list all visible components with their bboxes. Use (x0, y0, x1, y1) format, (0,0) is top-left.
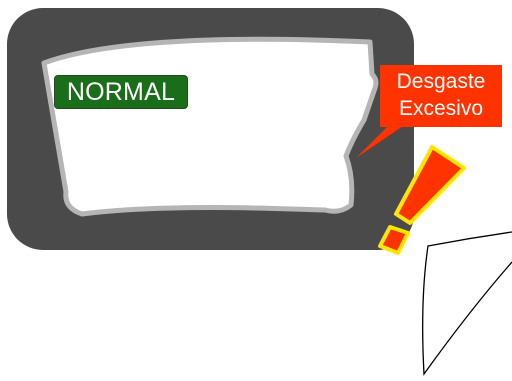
wear-label-line1: Desgaste (382, 68, 500, 95)
speech-bubble-tail (423, 232, 512, 374)
normal-badge-text: NORMAL (67, 80, 175, 105)
excessive-wear-label: Desgaste Excesivo (380, 65, 502, 127)
brake-pad (44, 39, 376, 214)
normal-badge: NORMAL (54, 75, 188, 109)
wear-label-line2: Excesivo (382, 95, 500, 122)
